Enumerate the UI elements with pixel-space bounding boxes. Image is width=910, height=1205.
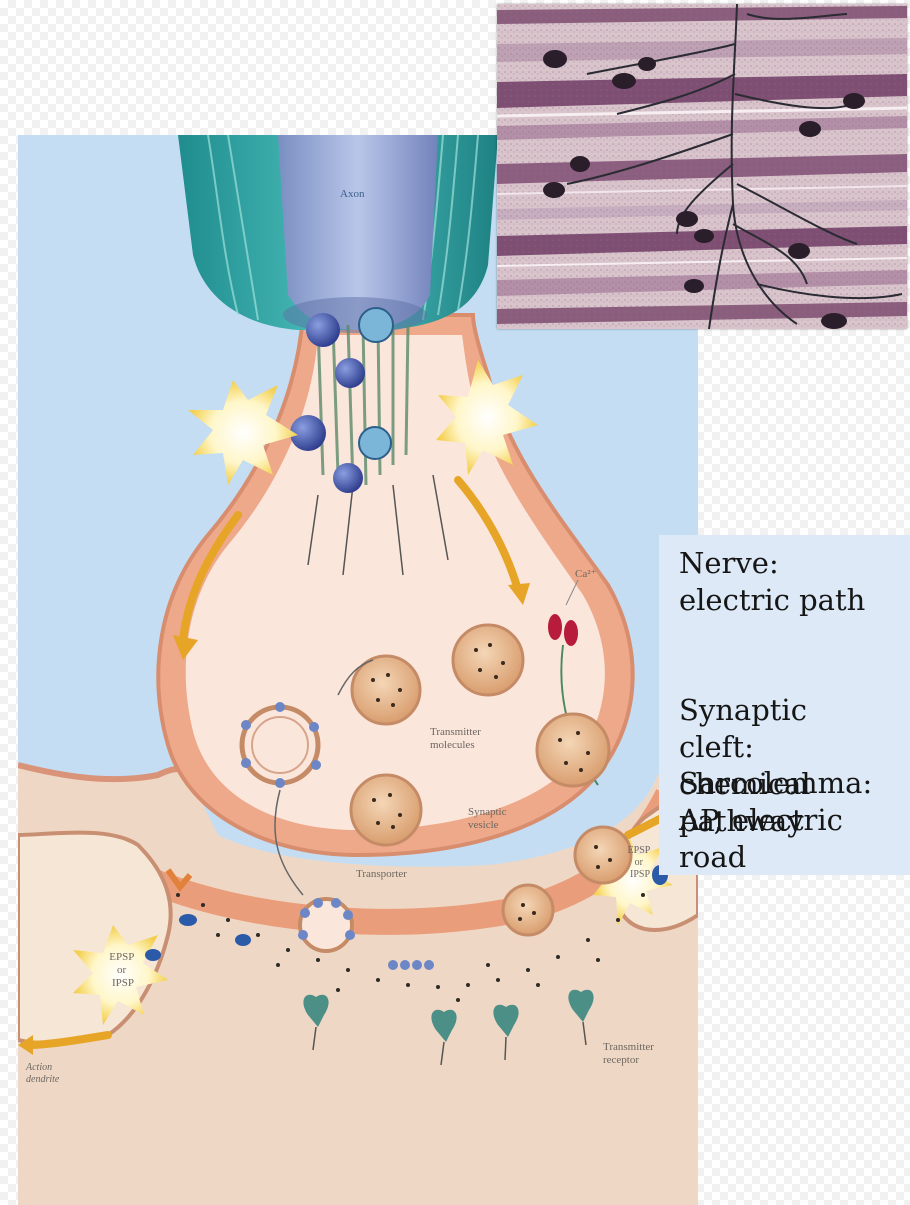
calcium-label: Ca²⁺ [575, 568, 597, 580]
caption-nerve: Nerve: electric path [679, 545, 909, 619]
micrograph-inset [497, 4, 907, 329]
transporter [298, 898, 355, 951]
transporter-label: Transporter [356, 868, 407, 880]
axon-label: Axon [340, 188, 365, 200]
caption-sarcolemma: Sarcolemma: AP, electric road [679, 765, 909, 876]
